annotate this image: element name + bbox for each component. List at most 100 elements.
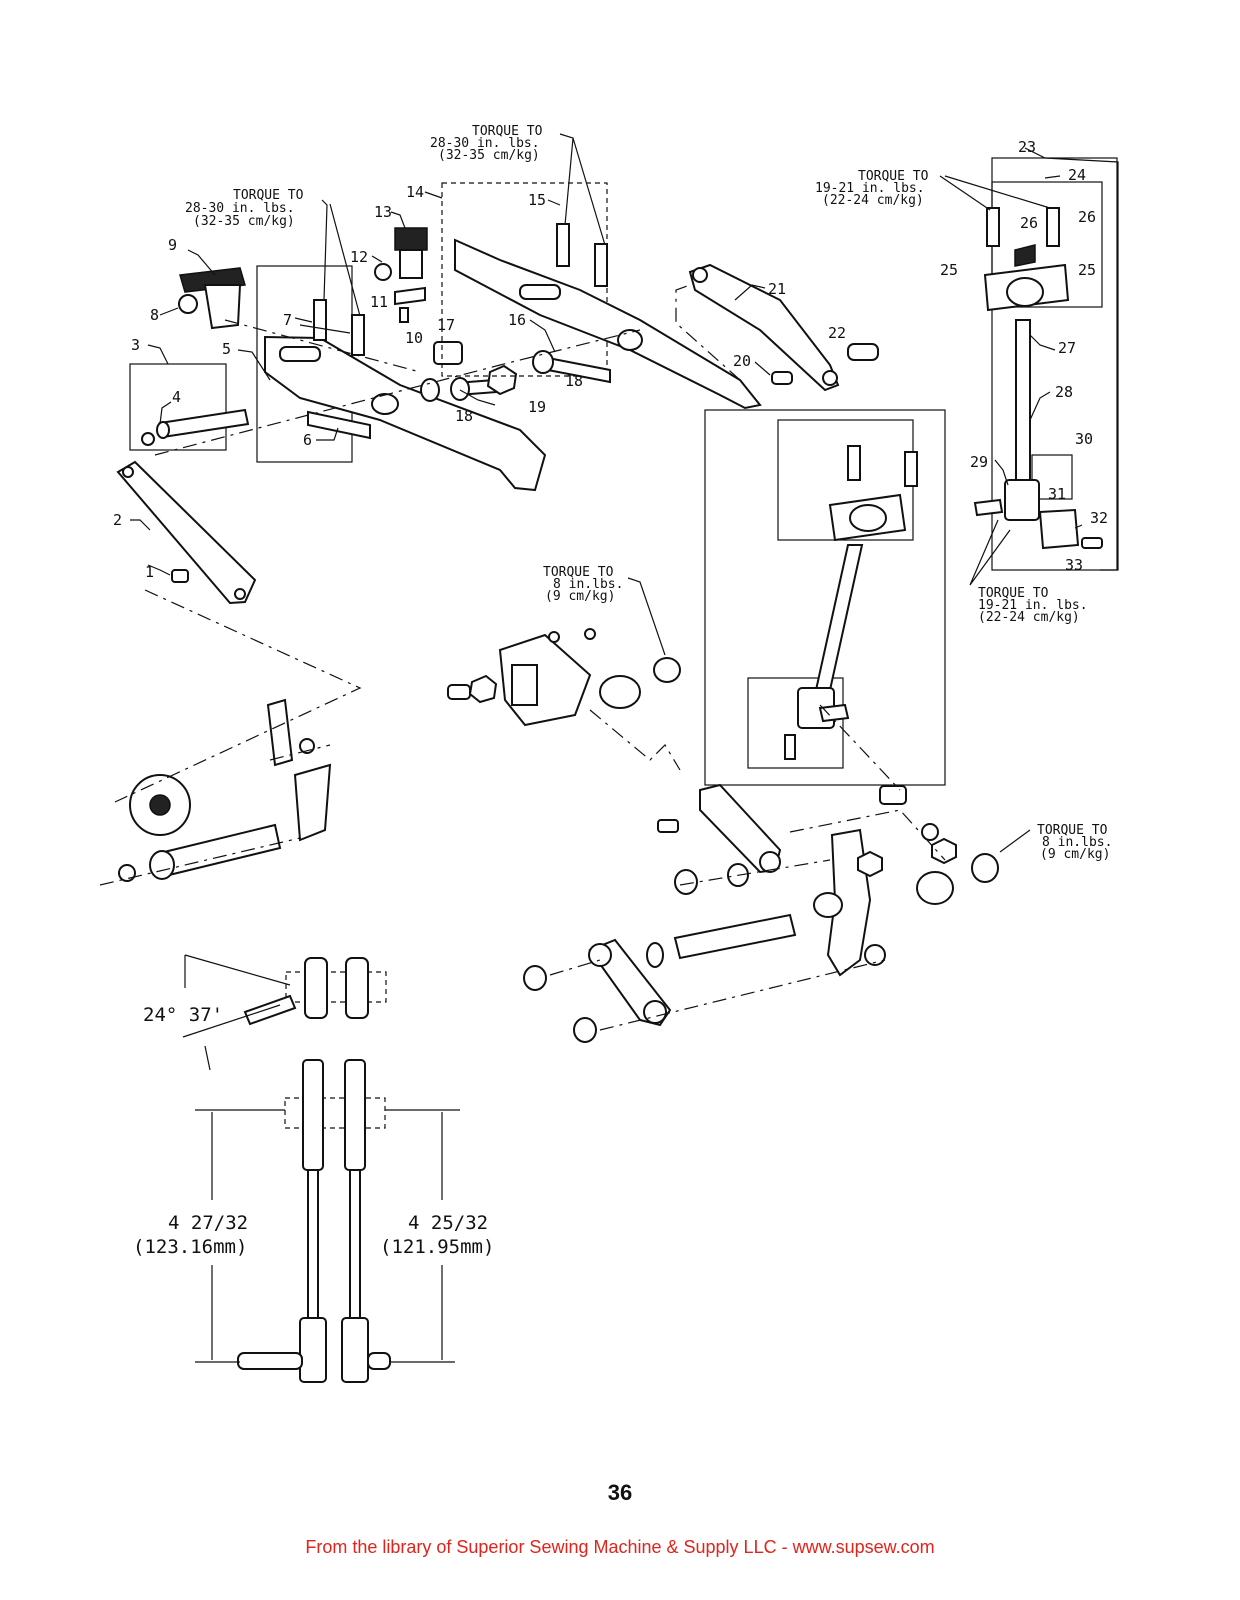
- washer-plate: [971, 853, 999, 883]
- washer: [118, 864, 136, 882]
- screw-12: [374, 263, 392, 281]
- middle-linkage: [447, 628, 999, 1043]
- block: [879, 785, 907, 805]
- dashline-4: [675, 284, 741, 381]
- screw-head: [523, 965, 547, 991]
- part-label-6: 6: [303, 431, 312, 449]
- nut: [931, 837, 957, 865]
- rod-right-end: [341, 1317, 369, 1383]
- feed-bar-2-slot: [519, 284, 561, 300]
- leader-19: [459, 389, 496, 406]
- crank-eye: [588, 943, 612, 967]
- part-label-31: 31: [1048, 485, 1066, 503]
- part-label-24: 24: [1068, 166, 1086, 184]
- angle-arrow-b: [204, 1045, 211, 1071]
- part-label-4: 4: [172, 388, 181, 406]
- feed-dog-13: [394, 227, 428, 251]
- leader-torque-left: [321, 199, 361, 317]
- leader-9: [187, 249, 216, 276]
- part-label-16: 16: [508, 311, 526, 329]
- feed-bar-assembly-left: [116, 265, 547, 605]
- rod-assembly-detail: [704, 409, 946, 786]
- leader-torque-right: [939, 175, 1051, 211]
- leader-16: [529, 319, 556, 353]
- washer: [921, 823, 939, 841]
- detail-rod: [814, 544, 864, 691]
- feed-bar-2: [454, 238, 762, 410]
- nut: [857, 850, 883, 878]
- bushing: [916, 871, 954, 905]
- part-label-25a: 25: [940, 261, 958, 279]
- screw-20: [771, 371, 793, 385]
- feed-dog-13-base: [399, 249, 423, 279]
- set-screw: [584, 628, 596, 640]
- washer: [141, 432, 155, 446]
- dashline-1: [114, 589, 362, 803]
- torque-top-line1: TORQUE TO: [472, 124, 543, 139]
- part-label-18a: 18: [455, 407, 473, 425]
- bolt-head: [450, 377, 470, 401]
- leader-6: [316, 427, 339, 441]
- part-label-26b: 26: [1078, 208, 1096, 226]
- part-label-5: 5: [222, 340, 231, 358]
- leader-23: [1024, 147, 1119, 571]
- shaft-left-end: [149, 850, 175, 880]
- part-label-10: 10: [405, 329, 423, 347]
- angle-view-box: [285, 971, 387, 1003]
- fork-32: [1038, 508, 1080, 550]
- pin-29: [973, 498, 1004, 517]
- part-label-3: 3: [131, 336, 140, 354]
- screw-10: [399, 307, 409, 323]
- shaft: [158, 408, 250, 439]
- torque-right-lower-line1: TORQUE TO: [978, 586, 1049, 601]
- set-screw: [548, 631, 560, 643]
- part-label-27: 27: [1058, 339, 1076, 357]
- rod-right: [349, 1169, 361, 1321]
- right-mm: (121.95mm): [380, 1236, 494, 1258]
- pin-left: [237, 1352, 303, 1370]
- leader-32: [1074, 524, 1083, 529]
- small-link: [266, 698, 294, 767]
- torque-bottom-right-line3: (9 cm/kg): [1040, 847, 1110, 862]
- leader-torque-bottom-right: [999, 829, 1031, 853]
- screw-26b: [1046, 207, 1060, 247]
- torque-left-line1: TORQUE TO: [233, 188, 304, 203]
- angled-pin: [243, 994, 297, 1026]
- spacer-17: [433, 341, 463, 365]
- feed-bar-slot: [279, 346, 321, 362]
- part-label-29: 29: [970, 453, 988, 471]
- dimension-text: 24° 37' 4 27/32 (123.16mm) 4 25/32 (121.…: [133, 1004, 494, 1258]
- leader-2: [130, 519, 151, 531]
- torque-bottom-right-line2: 8 in.lbs.: [1042, 835, 1112, 850]
- rod-left-top: [302, 1059, 324, 1171]
- leader-29: [994, 459, 1009, 486]
- clamp-right: [345, 957, 369, 1019]
- leader-torque-right-lower: [969, 519, 1011, 586]
- detail-box: [704, 409, 946, 786]
- screw-1: [171, 569, 189, 583]
- shaft-end: [156, 421, 170, 439]
- part-label-33: 33: [1065, 556, 1083, 574]
- pin-22: [847, 343, 879, 361]
- screw-head: [573, 1017, 597, 1043]
- leader-torque-middle: [627, 577, 666, 656]
- part-label-18b: 18: [565, 372, 583, 390]
- crank-eye: [643, 1000, 667, 1024]
- torque-bottom-right-line1: TORQUE TO: [1037, 823, 1108, 838]
- feed-bar-assembly-right: [374, 182, 879, 410]
- dashline-7: [789, 809, 946, 861]
- feed-bar-2-hole: [617, 329, 643, 351]
- leader-27: [1029, 334, 1056, 351]
- link-arm-eye: [759, 851, 781, 873]
- part-label-11: 11: [370, 293, 388, 311]
- bracket-window: [511, 664, 538, 706]
- screw-26a: [986, 207, 1000, 247]
- angle-line-a: [184, 954, 291, 986]
- leader-24: [1044, 175, 1061, 179]
- lever: [293, 763, 332, 842]
- part-label-19: 19: [528, 398, 546, 416]
- detail-screw-c: [784, 734, 796, 760]
- part-label-32: 32: [1090, 509, 1108, 527]
- footer-credit: From the library of Superior Sewing Mach…: [305, 1537, 935, 1557]
